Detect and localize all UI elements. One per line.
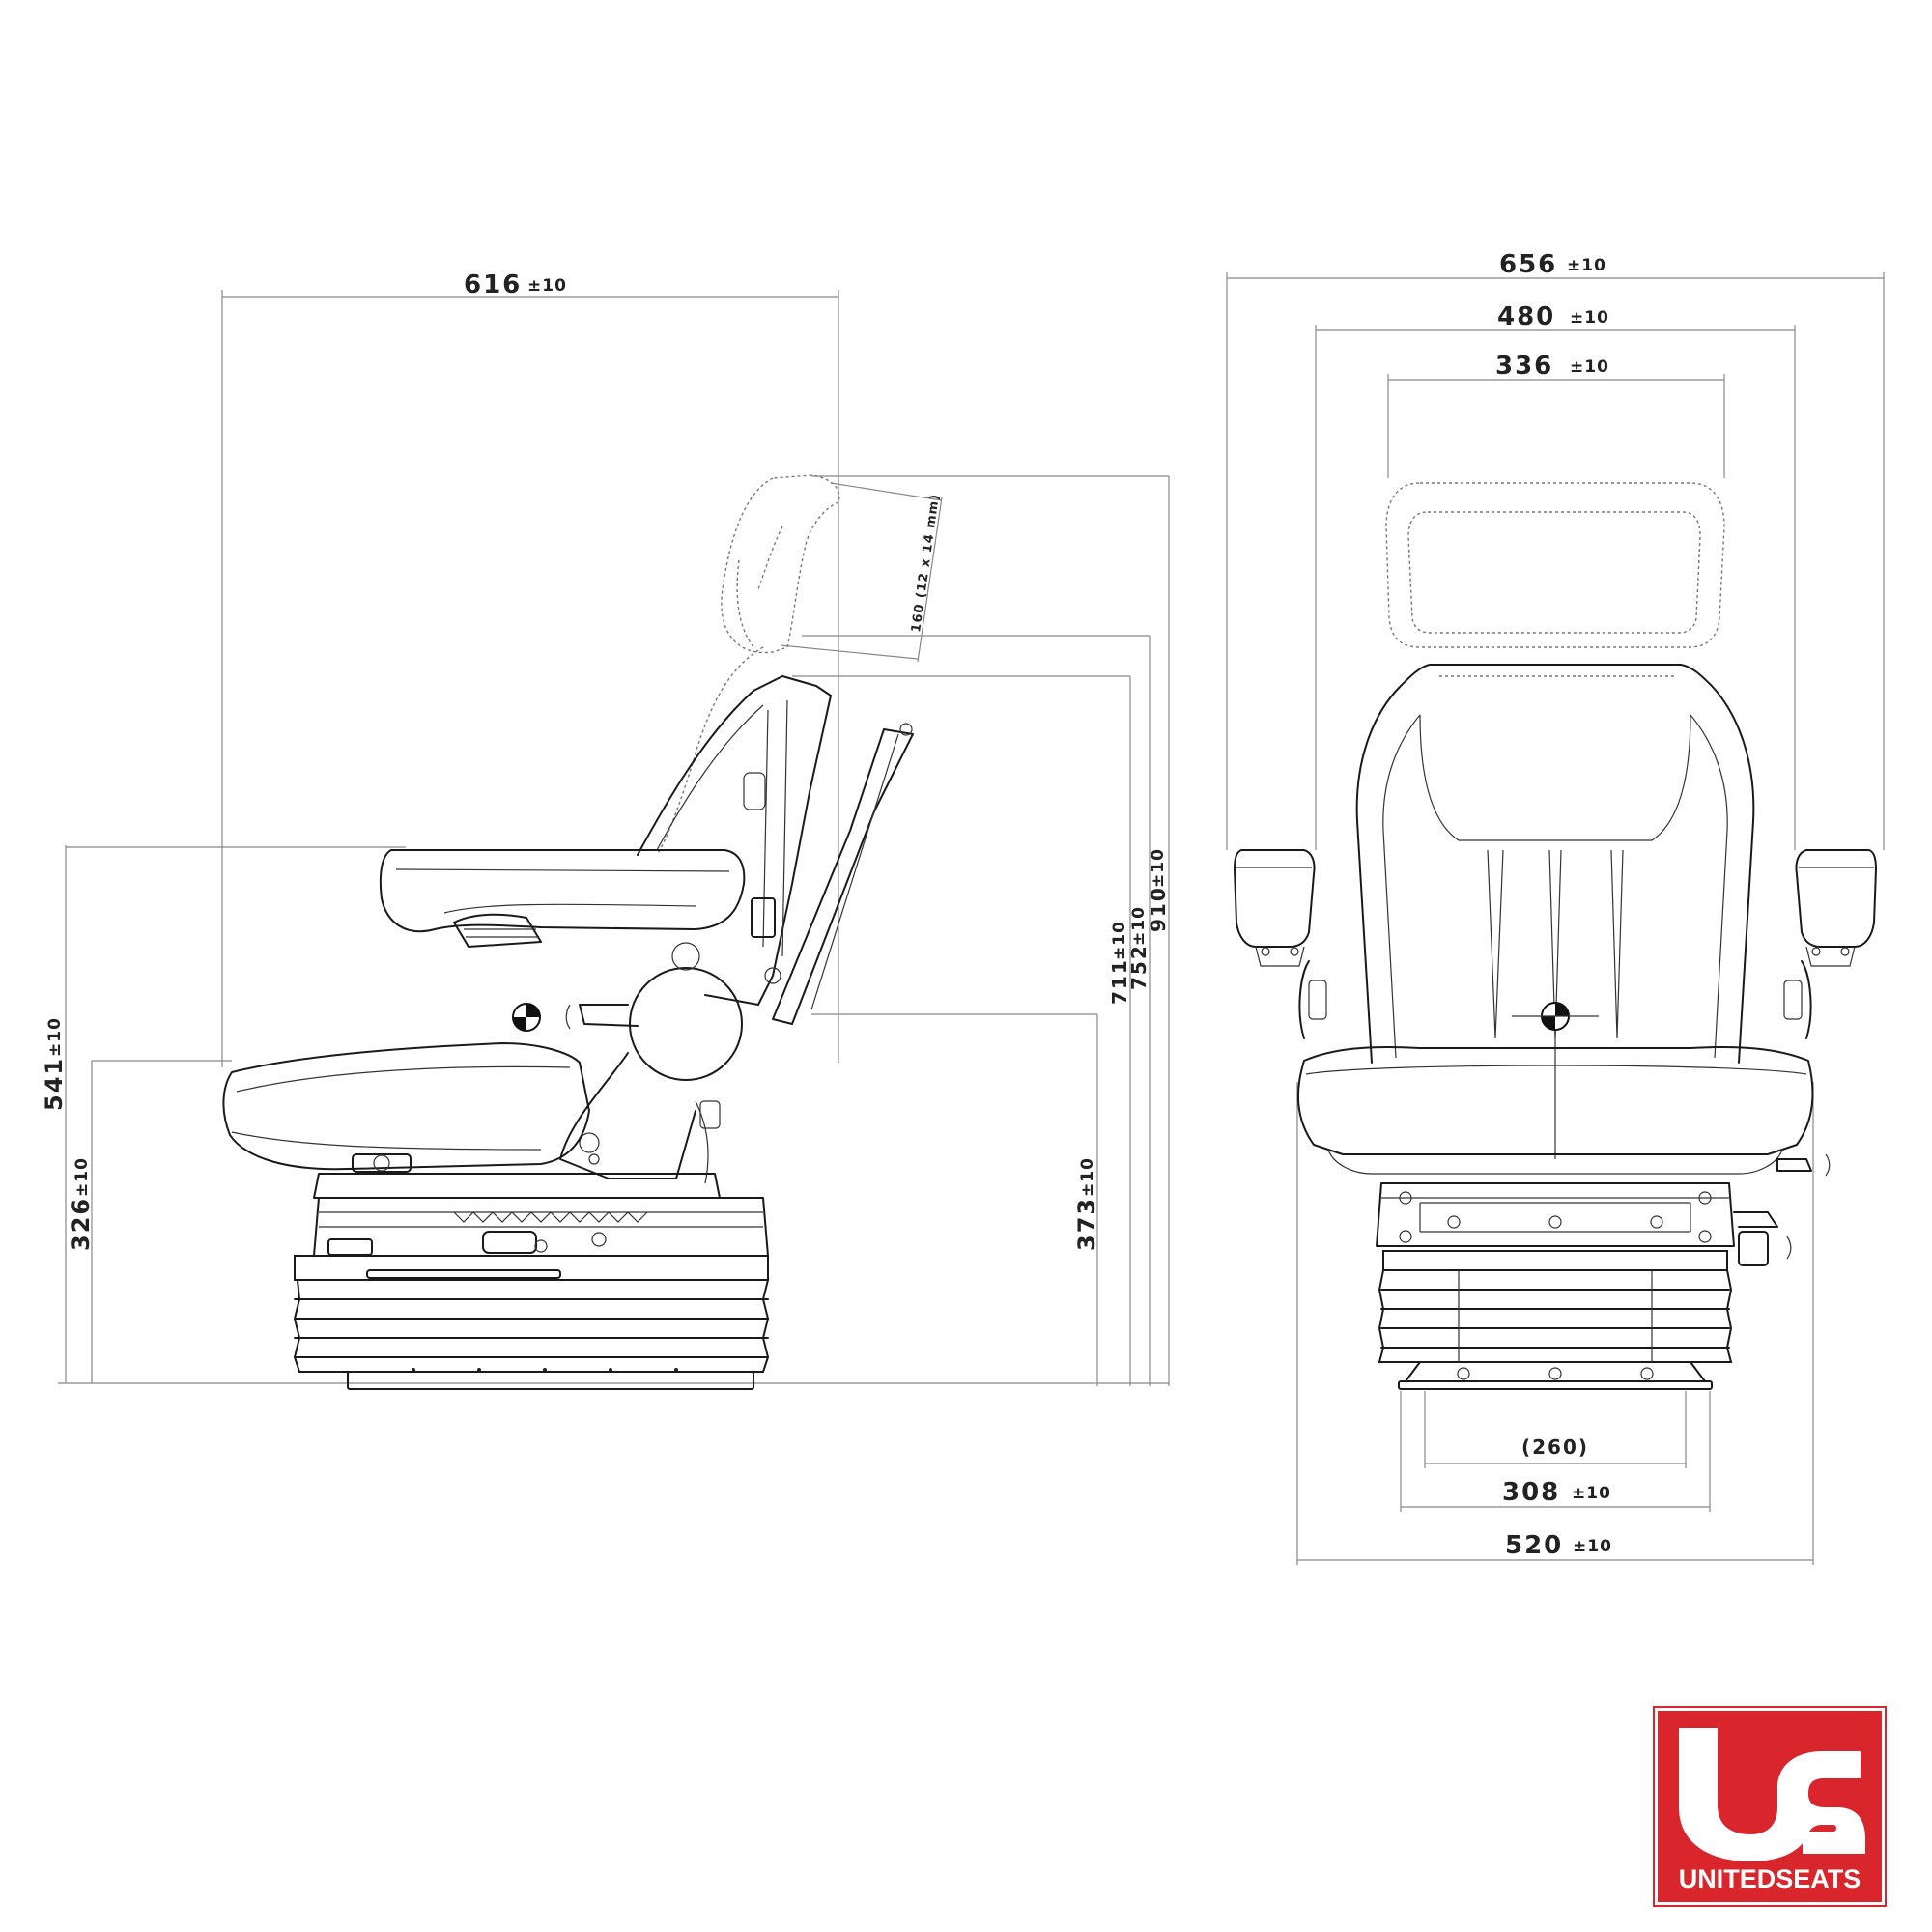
tol-541: ±10	[45, 1017, 65, 1057]
tol-326: ±10	[72, 1157, 92, 1197]
front-view-dimensions	[1226, 272, 1885, 1565]
side-bellows	[293, 1255, 770, 1390]
dim-711: 711	[1108, 958, 1131, 1005]
tol-752: ±10	[1129, 906, 1149, 946]
armrest-outline	[379, 849, 746, 933]
side-view-dimensions	[58, 290, 1170, 1386]
tol-520: ±10	[1573, 1537, 1612, 1556]
tol-336: ±10	[1570, 357, 1609, 377]
tol-308: ±10	[1572, 1484, 1611, 1503]
dim-656: 656	[1499, 250, 1557, 279]
front-armrest-left	[1234, 849, 1316, 948]
tol-910: ±10	[1149, 848, 1168, 888]
dim-373: 373	[1073, 1197, 1100, 1251]
unitedseats-logo: UNITEDSEATS	[1653, 1706, 1887, 1907]
seat-cushion	[222, 1042, 590, 1171]
tol-616: ±10	[527, 276, 567, 296]
front-armrest-right	[1795, 849, 1877, 948]
dim-480: 480	[1497, 302, 1555, 331]
tol-711: ±10	[1110, 921, 1129, 960]
dim-520: 520	[1505, 1531, 1563, 1560]
dim-326: 326	[68, 1197, 95, 1251]
dim-336: 336	[1495, 352, 1553, 381]
recline-pivot	[629, 967, 743, 1081]
logo-text: UNITEDSEATS	[1678, 1864, 1861, 1893]
front-view-seat	[1234, 482, 1877, 1390]
dim-910: 910	[1147, 886, 1170, 932]
dim-260: (260)	[1521, 1435, 1589, 1459]
tol-373: ±10	[1078, 1157, 1097, 1197]
dim-160: 160 (12 x 14 mm)	[909, 493, 943, 633]
dim-308: 308	[1502, 1478, 1560, 1507]
front-backrest	[1355, 664, 1755, 1064]
dim-541: 541	[41, 1057, 68, 1111]
side-view-labels: 616 ±10 541 ±10 326 ±10 373 ±10 711 ±10 …	[41, 270, 1170, 1251]
front-view-labels: 656 ±10 480 ±10 336 ±10 (260) 308 ±10 52…	[1495, 250, 1612, 1560]
dim-616: 616	[464, 270, 522, 299]
us-logo-mark	[1679, 1728, 1865, 1861]
backrest-outline	[637, 675, 832, 1006]
side-view-seat	[222, 474, 914, 1390]
front-headrest	[1385, 482, 1725, 648]
tol-656: ±10	[1567, 256, 1606, 275]
front-bellows	[1378, 1250, 1733, 1390]
headrest-outline	[721, 474, 840, 654]
tol-480: ±10	[1570, 308, 1609, 327]
front-seat-cushion	[1297, 1045, 1814, 1155]
dim-752: 752	[1127, 944, 1151, 990]
